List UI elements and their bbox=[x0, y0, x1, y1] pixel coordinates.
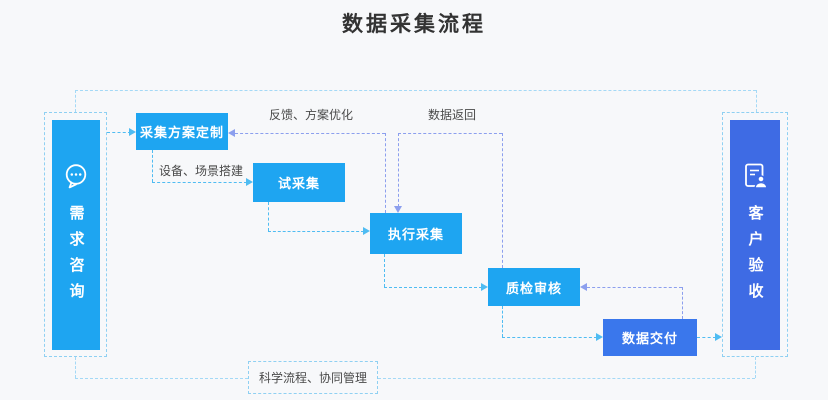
client-panel: 客户验收 bbox=[730, 120, 780, 350]
deliver-feedback-across bbox=[587, 287, 682, 288]
loop-top-right-drop bbox=[756, 90, 757, 112]
connector-plan-down bbox=[152, 150, 153, 182]
connector-plan-to-trial bbox=[152, 182, 247, 183]
arrow-into-plan bbox=[129, 128, 136, 136]
arrow-into-trial bbox=[246, 178, 253, 186]
feedback-to-plan bbox=[235, 133, 385, 134]
demand-panel-label: 需求咨询 bbox=[67, 205, 85, 309]
loop-bottom-line-right bbox=[378, 378, 755, 379]
feedback-label: 反馈、方案优化 bbox=[268, 108, 353, 122]
arrow-into-execute bbox=[363, 227, 370, 235]
connector-qa-down bbox=[502, 306, 503, 337]
step-qa-box: 质检审核 bbox=[488, 268, 580, 306]
loop-bottom-left-drop bbox=[75, 357, 76, 378]
connector-qa-to-deliver bbox=[502, 337, 597, 338]
datareturn-across bbox=[398, 133, 502, 134]
client-panel-frame bbox=[722, 112, 788, 357]
step-plan-box: 采集方案定制 bbox=[136, 113, 228, 150]
arrow-into-client bbox=[715, 333, 722, 341]
setup-label: 设备、场景搭建 bbox=[158, 164, 243, 178]
connector-execute-to-qa bbox=[384, 287, 482, 288]
arrow-into-deliver bbox=[596, 333, 603, 341]
deliver-feedback-up bbox=[682, 287, 683, 319]
loop-top-line bbox=[75, 90, 756, 91]
loop-bottom-right-drop bbox=[755, 357, 756, 378]
data-return-label: 数据返回 bbox=[427, 108, 476, 122]
management-tag: 科学流程、协同管理 bbox=[248, 361, 378, 394]
demand-panel-frame bbox=[44, 112, 107, 357]
chat-dots-icon bbox=[61, 161, 91, 191]
connector-trial-to-execute bbox=[268, 231, 364, 232]
feedback-execute-up bbox=[385, 133, 386, 213]
connector-deliver-to-client bbox=[697, 337, 716, 338]
arrow-into-qa bbox=[481, 283, 488, 291]
page-title: 数据采集流程 bbox=[342, 13, 486, 36]
connector-demand-to-plan bbox=[107, 132, 131, 133]
step-trial-box: 试采集 bbox=[253, 163, 345, 202]
datareturn-qa-up bbox=[502, 133, 503, 268]
client-panel-label: 客户验收 bbox=[746, 205, 764, 309]
connector-trial-down bbox=[268, 202, 269, 231]
document-user-icon bbox=[740, 161, 770, 191]
connector-execute-down bbox=[384, 254, 385, 287]
step-deliver-box: 数据交付 bbox=[603, 319, 697, 356]
demand-panel: 需求咨询 bbox=[52, 120, 100, 350]
loop-top-left-drop bbox=[75, 90, 76, 112]
loop-bottom-line-left bbox=[75, 378, 248, 379]
step-execute-box: 执行采集 bbox=[370, 213, 462, 254]
arrow-feedback-into-qa bbox=[580, 283, 587, 291]
arrow-feedback-into-plan bbox=[228, 129, 235, 137]
datareturn-down bbox=[398, 133, 399, 207]
arrow-datareturn-into-execute bbox=[394, 206, 402, 213]
